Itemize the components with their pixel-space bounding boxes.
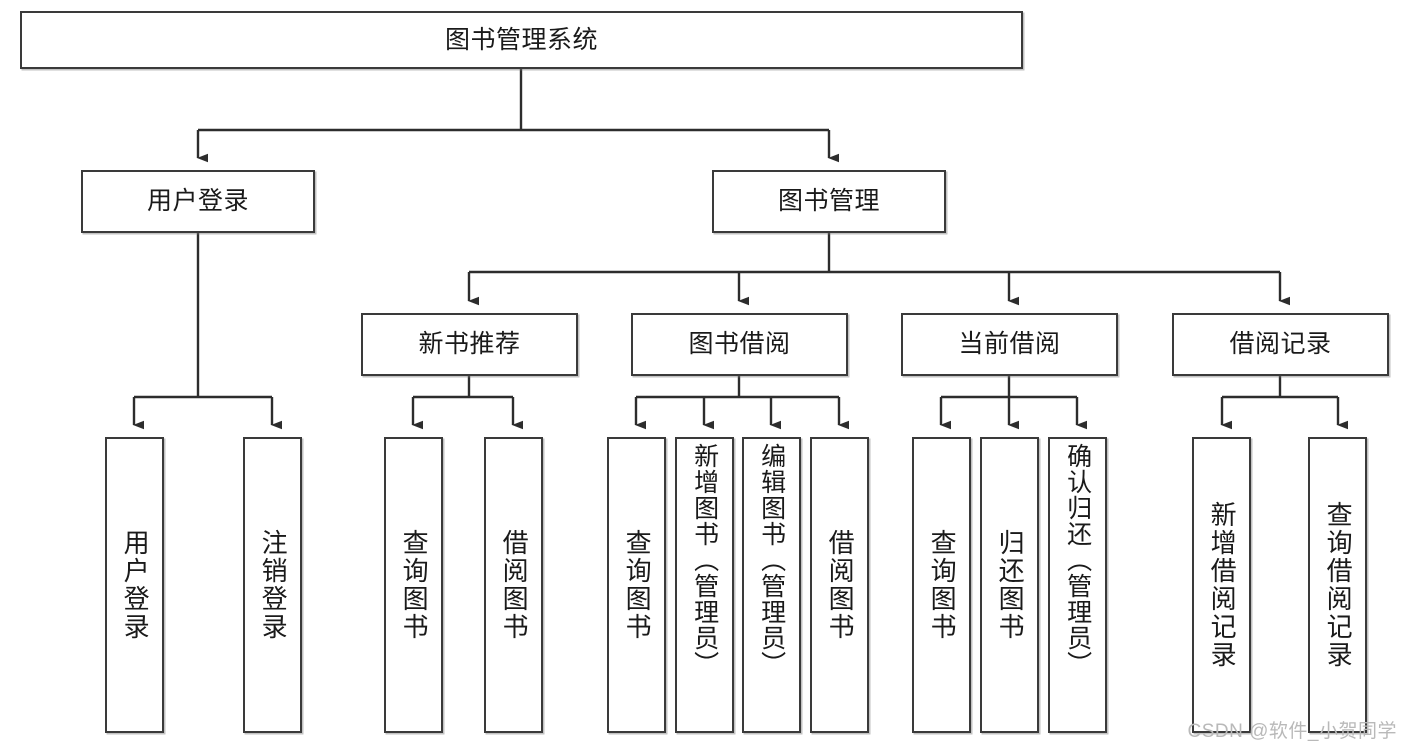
node-book-borrow[interactable]: 图书借阅	[631, 313, 848, 376]
node-leaf-query-book-1[interactable]: 查询图书	[384, 437, 443, 733]
node-label: 查询借阅记录	[1323, 501, 1354, 669]
node-label: 用户登录	[146, 187, 249, 215]
node-label: 查询图书	[927, 529, 958, 641]
node-label: 新增图书（管理员）	[690, 443, 719, 677]
node-borrow-record[interactable]: 借阅记录	[1172, 313, 1389, 376]
node-label: 借阅图书	[825, 529, 856, 641]
node-label: 归还图书	[995, 529, 1026, 641]
node-label: 图书管理系统	[444, 25, 598, 54]
node-label: 确认归还（管理员）	[1063, 443, 1092, 677]
node-leaf-confirm-return[interactable]: 确认归还（管理员）	[1048, 437, 1107, 733]
node-leaf-borrow-book-1[interactable]: 借阅图书	[484, 437, 543, 733]
node-label: 图书管理	[777, 187, 880, 215]
node-label: 当前借阅	[958, 330, 1061, 358]
node-leaf-borrow-book-2[interactable]: 借阅图书	[810, 437, 869, 733]
node-leaf-edit-book[interactable]: 编辑图书（管理员）	[742, 437, 801, 733]
node-label: 借阅记录	[1229, 330, 1332, 358]
csdn-watermark: CSDN @软件_小贺同学	[1187, 721, 1397, 742]
node-leaf-logout-login[interactable]: 注销登录	[243, 437, 302, 733]
node-leaf-user-login[interactable]: 用户登录	[105, 437, 164, 733]
node-label: 注销登录	[258, 529, 289, 641]
node-label: 图书借阅	[688, 330, 791, 358]
node-leaf-add-book[interactable]: 新增图书（管理员）	[675, 437, 734, 733]
node-leaf-add-borrow-record[interactable]: 新增借阅记录	[1192, 437, 1251, 733]
node-user-login[interactable]: 用户登录	[81, 170, 315, 233]
node-label: 编辑图书（管理员）	[757, 443, 786, 677]
node-leaf-query-book-2[interactable]: 查询图书	[607, 437, 666, 733]
node-leaf-query-book-3[interactable]: 查询图书	[912, 437, 971, 733]
node-new-book-recommend[interactable]: 新书推荐	[361, 313, 578, 376]
node-label: 借阅图书	[499, 529, 530, 641]
node-label: 新书推荐	[418, 330, 521, 358]
node-root-book-management-system[interactable]: 图书管理系统	[20, 11, 1023, 69]
node-label: 用户登录	[120, 529, 151, 641]
node-leaf-return-book[interactable]: 归还图书	[980, 437, 1039, 733]
node-book-management[interactable]: 图书管理	[712, 170, 946, 233]
node-label: 查询图书	[622, 529, 653, 641]
node-leaf-query-borrow-record[interactable]: 查询借阅记录	[1308, 437, 1367, 733]
node-label: 新增借阅记录	[1207, 501, 1238, 669]
node-label: 查询图书	[399, 529, 430, 641]
node-current-borrow[interactable]: 当前借阅	[901, 313, 1118, 376]
